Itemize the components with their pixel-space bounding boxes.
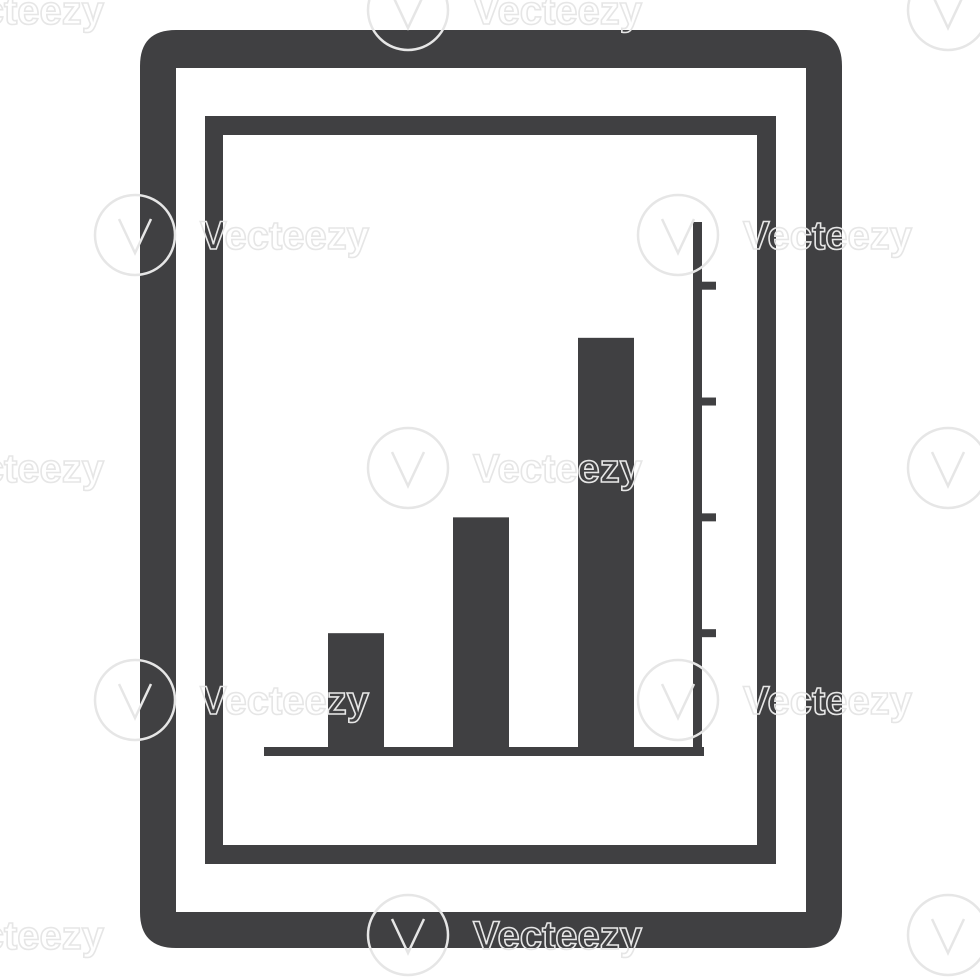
y-tick-4 bbox=[700, 281, 716, 290]
vecteezy-logo-icon bbox=[366, 426, 450, 510]
y-tick-2 bbox=[700, 513, 716, 522]
vecteezy-v-icon bbox=[660, 218, 696, 256]
watermark-text: Vecteezy bbox=[743, 679, 913, 723]
y-axis-line bbox=[693, 222, 702, 756]
watermark-text: Vecteezy bbox=[473, 914, 643, 958]
vecteezy-v-icon bbox=[393, 0, 423, 31]
watermark-5: Vecteezy bbox=[93, 658, 371, 742]
watermark-8: Vecteezy bbox=[906, 893, 980, 977]
vecteezy-logo-icon bbox=[93, 193, 177, 277]
vecteezy-v-icon bbox=[390, 918, 426, 956]
vecteezy-logo-icon bbox=[93, 658, 177, 742]
y-tick-3 bbox=[700, 397, 716, 406]
bar-chart bbox=[264, 222, 716, 756]
vecteezy-logo-icon bbox=[906, 426, 980, 510]
watermark-6: Vecteezy bbox=[636, 658, 914, 742]
watermark-3: Vecteezy bbox=[366, 426, 644, 510]
vecteezy-v-icon bbox=[117, 218, 153, 256]
watermark-text: Vecteezy bbox=[473, 447, 643, 491]
vecteezy-logo-icon bbox=[906, 893, 980, 977]
vecteezy-v-icon bbox=[933, 0, 963, 31]
vecteezy-logo-icon bbox=[906, 0, 980, 52]
vecteezy-v-icon bbox=[930, 918, 966, 956]
vecteezy-v-icon bbox=[390, 451, 426, 489]
bar-1 bbox=[328, 633, 384, 749]
watermark-7: Vecteezy bbox=[366, 893, 644, 977]
watermark-9: Vecteezy bbox=[366, 0, 644, 52]
watermark-12: Vecteezy bbox=[0, 913, 106, 959]
watermark-text: Vecteezy bbox=[200, 679, 370, 723]
bar-2 bbox=[453, 517, 509, 749]
vecteezy-logo-icon bbox=[366, 0, 450, 52]
y-tick-1 bbox=[700, 629, 716, 638]
watermark-2: Vecteezy bbox=[636, 193, 914, 277]
vecteezy-v-icon bbox=[660, 683, 696, 721]
watermark-text: Vecteezy bbox=[200, 214, 370, 258]
vecteezy-v-icon bbox=[117, 683, 153, 721]
vecteezy-logo-icon bbox=[636, 658, 720, 742]
watermark-text: Vecteezy bbox=[473, 0, 643, 33]
watermark-text: Vecteezy bbox=[0, 914, 105, 958]
vecteezy-v-icon bbox=[930, 451, 966, 489]
x-axis-line bbox=[264, 747, 704, 756]
watermark-text: Vecteezy bbox=[743, 214, 913, 258]
watermark-10: Vecteezy bbox=[906, 0, 980, 52]
vecteezy-logo-icon bbox=[636, 193, 720, 277]
watermark-11: Vecteezy bbox=[0, 446, 106, 492]
watermark-13: Vecteezy bbox=[0, 0, 106, 34]
watermark-4: Vecteezy bbox=[906, 426, 980, 510]
bar-3 bbox=[578, 337, 634, 749]
watermark-1: Vecteezy bbox=[93, 193, 371, 277]
watermark-text: Vecteezy bbox=[0, 447, 105, 491]
watermark-text: Vecteezy bbox=[0, 0, 105, 33]
vecteezy-logo-icon bbox=[366, 893, 450, 977]
